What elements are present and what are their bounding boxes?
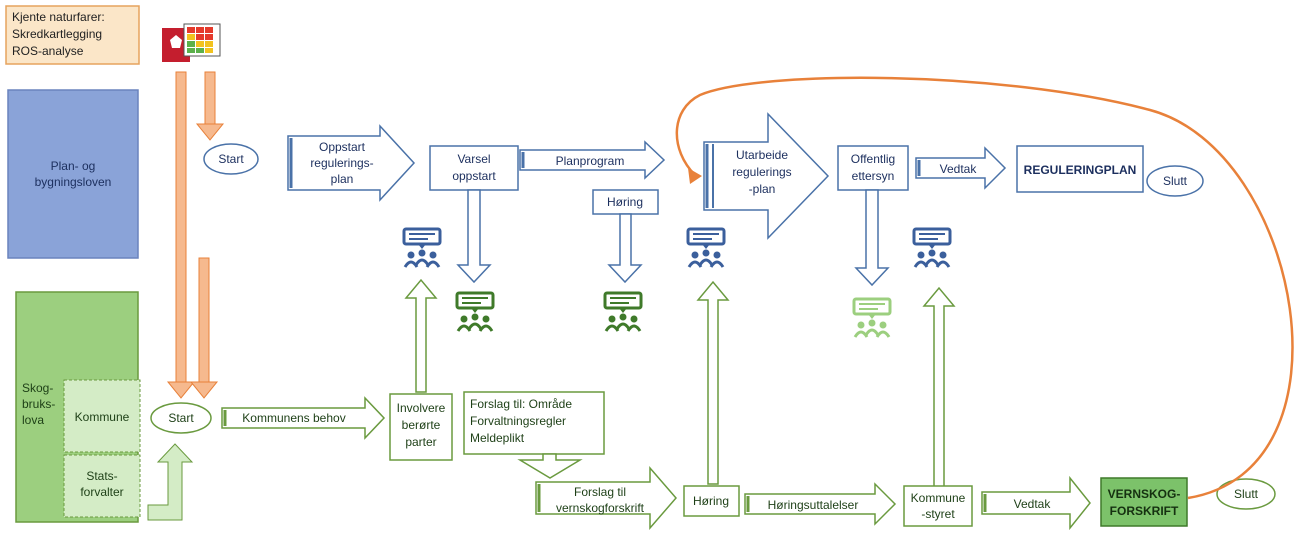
participation-icon xyxy=(686,227,726,269)
participation-icon xyxy=(603,291,643,333)
pbl-horing: Høring xyxy=(592,189,659,215)
svg-text:Forvaltningsregler: Forvaltningsregler xyxy=(470,414,566,428)
svg-text:bygningsloven: bygningsloven xyxy=(35,175,112,189)
svg-text:Kommune: Kommune xyxy=(75,410,130,424)
skog-vernskogforskrift: VERNSKOG- FORSKRIFT xyxy=(1100,477,1188,527)
svg-text:Kjente naturfarer:: Kjente naturfarer: xyxy=(12,10,105,24)
skog-slutt: Slutt xyxy=(1216,478,1276,510)
svg-text:VERNSKOG-: VERNSKOG- xyxy=(1108,487,1181,501)
svg-text:Vedtak: Vedtak xyxy=(1014,497,1052,511)
svg-text:Skredkartlegging: Skredkartlegging xyxy=(12,27,102,41)
kommunestyret-up-arrow xyxy=(922,286,956,489)
hazard-arrow-to-pbl xyxy=(195,71,225,141)
lane-statsforvalter: Stats- forvalter xyxy=(63,454,141,518)
hazard-arrow-to-skog-short xyxy=(189,257,219,399)
pbl-utarbeide: Utarbeide regulerings -plan xyxy=(703,112,830,240)
pbl-ettersyn-down-arrow xyxy=(854,189,890,287)
pbl-start: Start xyxy=(203,143,259,175)
svg-text:bruks-: bruks- xyxy=(22,397,55,411)
lane-plan-og-bygningsloven: Plan- og bygningsloven xyxy=(7,89,139,259)
svg-text:regulerings: regulerings xyxy=(732,165,791,179)
svg-text:Høring: Høring xyxy=(607,195,643,209)
svg-text:regulerings-: regulerings- xyxy=(310,156,373,170)
pbl-vedtak: Vedtak xyxy=(915,146,1007,190)
skog-involvere: Involvere berørte parter xyxy=(389,393,453,461)
svg-text:Varsel: Varsel xyxy=(457,152,490,166)
svg-text:lova: lova xyxy=(22,413,44,427)
participation-icon xyxy=(402,227,442,269)
skog-kommunestyret: Kommune -styret xyxy=(903,485,973,527)
svg-text:forvalter: forvalter xyxy=(80,485,123,499)
pbl-horing-down-arrow xyxy=(607,213,643,284)
svg-text:Kommunens behov: Kommunens behov xyxy=(242,411,345,425)
svg-text:Kommune: Kommune xyxy=(911,491,966,505)
svg-text:berørte: berørte xyxy=(402,418,441,432)
skog-horing: Høring xyxy=(683,485,740,517)
svg-text:vernskogforskrift: vernskogforskrift xyxy=(556,501,645,515)
statsforvalter-arrow xyxy=(147,443,194,521)
natural-hazards-note: Kjente naturfarer: Skredkartlegging ROS-… xyxy=(5,5,140,65)
svg-text:Høring: Høring xyxy=(693,494,729,508)
skog-vedtak: Vedtak xyxy=(981,475,1091,531)
pbl-offentlig-ettersyn: Offentlig ettersyn xyxy=(837,145,909,191)
skog-forslag-vernskog: Forslag til vernskogforskrift xyxy=(535,465,677,531)
svg-text:parter: parter xyxy=(405,435,436,449)
feedback-connector xyxy=(675,76,1294,500)
involvere-up-arrow xyxy=(404,278,438,393)
svg-text:Stats-: Stats- xyxy=(86,469,117,483)
participation-icon xyxy=(852,297,892,339)
svg-text:oppstart: oppstart xyxy=(452,169,496,183)
pbl-varsel-down-arrow xyxy=(456,189,492,284)
participation-icon xyxy=(455,291,495,333)
svg-text:Meldeplikt: Meldeplikt xyxy=(470,431,525,445)
svg-text:ettersyn: ettersyn xyxy=(852,169,895,183)
svg-text:Start: Start xyxy=(168,411,194,425)
hazard-arrow-to-skog-long xyxy=(166,71,196,399)
svg-text:Start: Start xyxy=(218,152,244,166)
svg-text:plan: plan xyxy=(331,172,354,186)
skog-horingsuttalelser: Høringsuttalelser xyxy=(744,482,897,526)
pbl-planprogram: Planprogram xyxy=(519,140,666,180)
pbl-reguleringplan: REGULERINGPLAN xyxy=(1016,145,1144,193)
svg-text:Utarbeide: Utarbeide xyxy=(736,148,788,162)
svg-text:Slutt: Slutt xyxy=(1234,487,1259,501)
svg-text:Plan- og: Plan- og xyxy=(51,159,96,173)
participation-icon xyxy=(912,227,952,269)
lane-kommune: Kommune xyxy=(63,379,141,453)
svg-text:-plan: -plan xyxy=(749,182,776,196)
pbl-oppstart: Oppstart regulerings- plan xyxy=(287,124,416,202)
svg-text:Vedtak: Vedtak xyxy=(940,162,978,176)
svg-text:Offentlig: Offentlig xyxy=(851,152,895,166)
svg-text:ROS-analyse: ROS-analyse xyxy=(12,44,84,58)
svg-text:Slutt: Slutt xyxy=(1163,174,1188,188)
svg-text:Forslag til: Område: Forslag til: Område xyxy=(470,397,572,411)
skog-kommunens-behov: Kommunens behov xyxy=(221,396,386,440)
svg-text:Oppstart: Oppstart xyxy=(319,140,366,154)
svg-text:REGULERINGPLAN: REGULERINGPLAN xyxy=(1024,163,1137,177)
svg-text:Skog-: Skog- xyxy=(22,381,53,395)
pbl-varsel: Varsel oppstart xyxy=(429,145,519,191)
svg-text:Forslag til: Forslag til xyxy=(574,485,626,499)
skog-horing-up-arrow xyxy=(696,280,730,485)
svg-text:-styret: -styret xyxy=(921,507,955,521)
skog-start: Start xyxy=(150,402,212,434)
risk-matrix-icon xyxy=(183,23,221,57)
svg-text:Involvere: Involvere xyxy=(397,401,446,415)
skog-forslag-down-arrow xyxy=(517,453,583,479)
svg-text:FORSKRIFT: FORSKRIFT xyxy=(1110,504,1179,518)
pbl-slutt: Slutt xyxy=(1146,165,1204,197)
skog-forslag-omrade: Forslag til: Område Forvaltningsregler M… xyxy=(463,391,605,455)
svg-text:Planprogram: Planprogram xyxy=(556,154,625,168)
svg-text:Høringsuttalelser: Høringsuttalelser xyxy=(768,498,859,512)
